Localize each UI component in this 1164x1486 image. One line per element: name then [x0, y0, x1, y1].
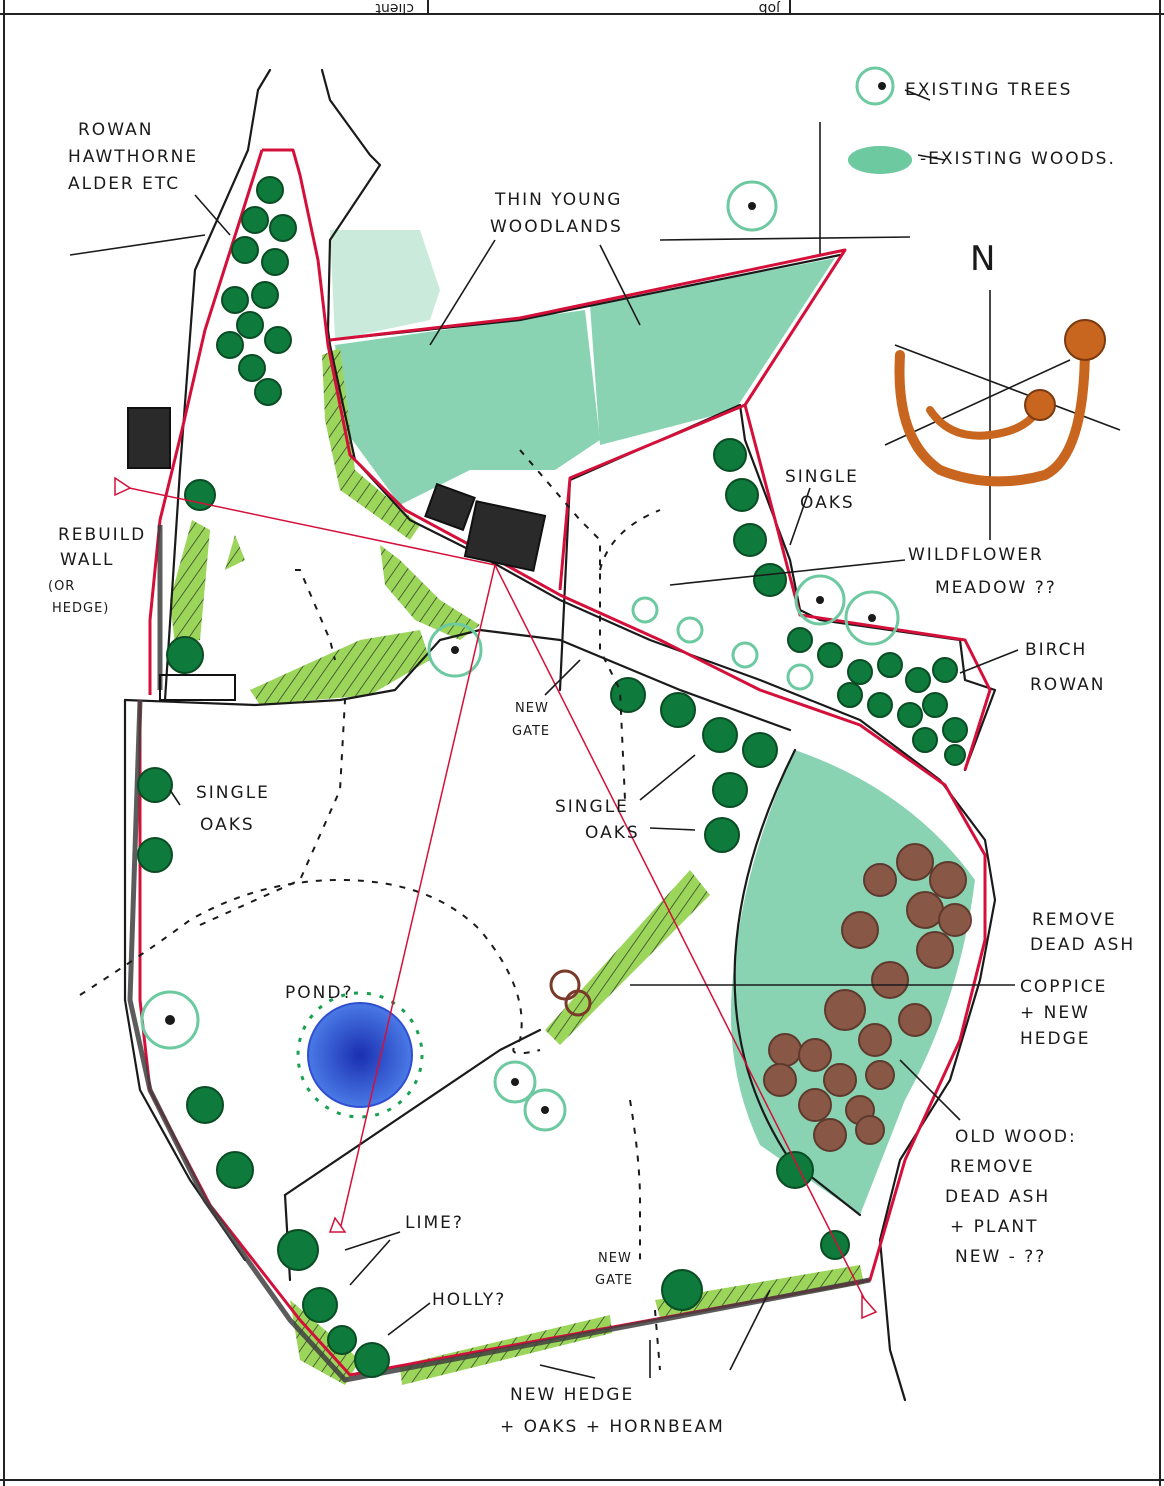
tracks [123, 68, 997, 1402]
label-holly: HOLLY? [432, 1290, 506, 1310]
title-cell-job: job [759, 0, 781, 16]
annotations: ROWAN HAWTHORNE ALDER ETC THIN YOUNG WOO… [48, 120, 1135, 1437]
dashed-paths [79, 449, 661, 1371]
compass: N [884, 239, 1121, 540]
label-single-oaks-left-1: SINGLE [196, 783, 270, 803]
label-new-gate-bottom-1: NEW [598, 1251, 632, 1266]
label-new-hedge-1: NEW HEDGE [510, 1385, 634, 1405]
label-rowan-1: ROWAN [78, 120, 153, 140]
label-thin-young-2: WOODLANDS [490, 217, 623, 237]
label-new-gate-top-1: NEW [515, 701, 549, 716]
legend-existing-woods: -EXISTING WOODS. [920, 149, 1116, 169]
label-single-oaks-right-1: SINGLE [785, 467, 859, 487]
label-single-oaks-mid-2: OAKS [585, 823, 640, 843]
label-remove-dead-ash-1: REMOVE [1032, 910, 1117, 930]
label-rowan-2: HAWTHORNE [68, 147, 198, 167]
legend-existing-trees: EXISTING TREES [905, 80, 1072, 100]
coppice-trees [549, 969, 592, 1017]
label-rebuild-1: REBUILD [58, 525, 146, 545]
label-pond: POND? [285, 983, 353, 1003]
label-new-gate-top-2: GATE [512, 724, 550, 739]
label-rowan-3: ALDER ETC [68, 174, 180, 194]
site-boundary [138, 148, 992, 1377]
label-birch: BIRCH [1025, 640, 1087, 660]
label-new-gate-bottom-2: GATE [595, 1273, 633, 1288]
label-old-wood-2: REMOVE [950, 1157, 1035, 1177]
label-remove-dead-ash-2: DEAD ASH [1030, 935, 1135, 955]
label-rebuild-4: HEDGE) [52, 601, 109, 616]
label-lime: LIME? [405, 1213, 464, 1233]
label-old-wood-5: NEW - ?? [955, 1247, 1046, 1267]
proposed-trees [137, 176, 968, 1378]
dead-ash-trees [763, 843, 972, 1152]
legend: EXISTING TREES -EXISTING WOODS. [905, 80, 1116, 169]
label-coppice-1: COPPICE [1020, 977, 1107, 997]
label-old-wood-1: OLD WOOD: [955, 1127, 1077, 1147]
label-rebuild-2: WALL [60, 550, 114, 570]
label-arrows [169, 89, 1019, 1379]
reference-lines [69, 122, 911, 256]
title-cell-client: client [375, 0, 414, 16]
label-old-wood-3: DEAD ASH [945, 1187, 1050, 1207]
label-single-oaks-right-2: OAKS [800, 493, 855, 513]
hedges [170, 348, 864, 1385]
label-coppice-2: + NEW [1020, 1003, 1090, 1023]
label-single-oaks-mid-1: SINGLE [555, 797, 629, 817]
label-old-wood-4: + PLANT [950, 1217, 1039, 1237]
sightlines [114, 476, 878, 1320]
legend-woods-swatch [848, 146, 912, 174]
north-label: N [970, 239, 995, 279]
outer-walls [127, 525, 871, 1383]
label-thin-young-1: THIN YOUNG [494, 190, 622, 210]
label-rowan: ROWAN [1030, 675, 1105, 695]
buildings [127, 407, 547, 701]
label-rebuild-3: (OR [48, 579, 75, 594]
label-new-hedge-2: + OAKS + HORNBEAM [500, 1417, 725, 1437]
label-wildflower-2: MEADOW ?? [935, 578, 1057, 598]
label-wildflower-1: WILDFLOWER [908, 545, 1044, 565]
pond [296, 991, 424, 1119]
label-single-oaks-left-2: OAKS [200, 815, 255, 835]
label-coppice-3: HEDGE [1020, 1029, 1091, 1049]
existing-trees [140, 66, 900, 1132]
